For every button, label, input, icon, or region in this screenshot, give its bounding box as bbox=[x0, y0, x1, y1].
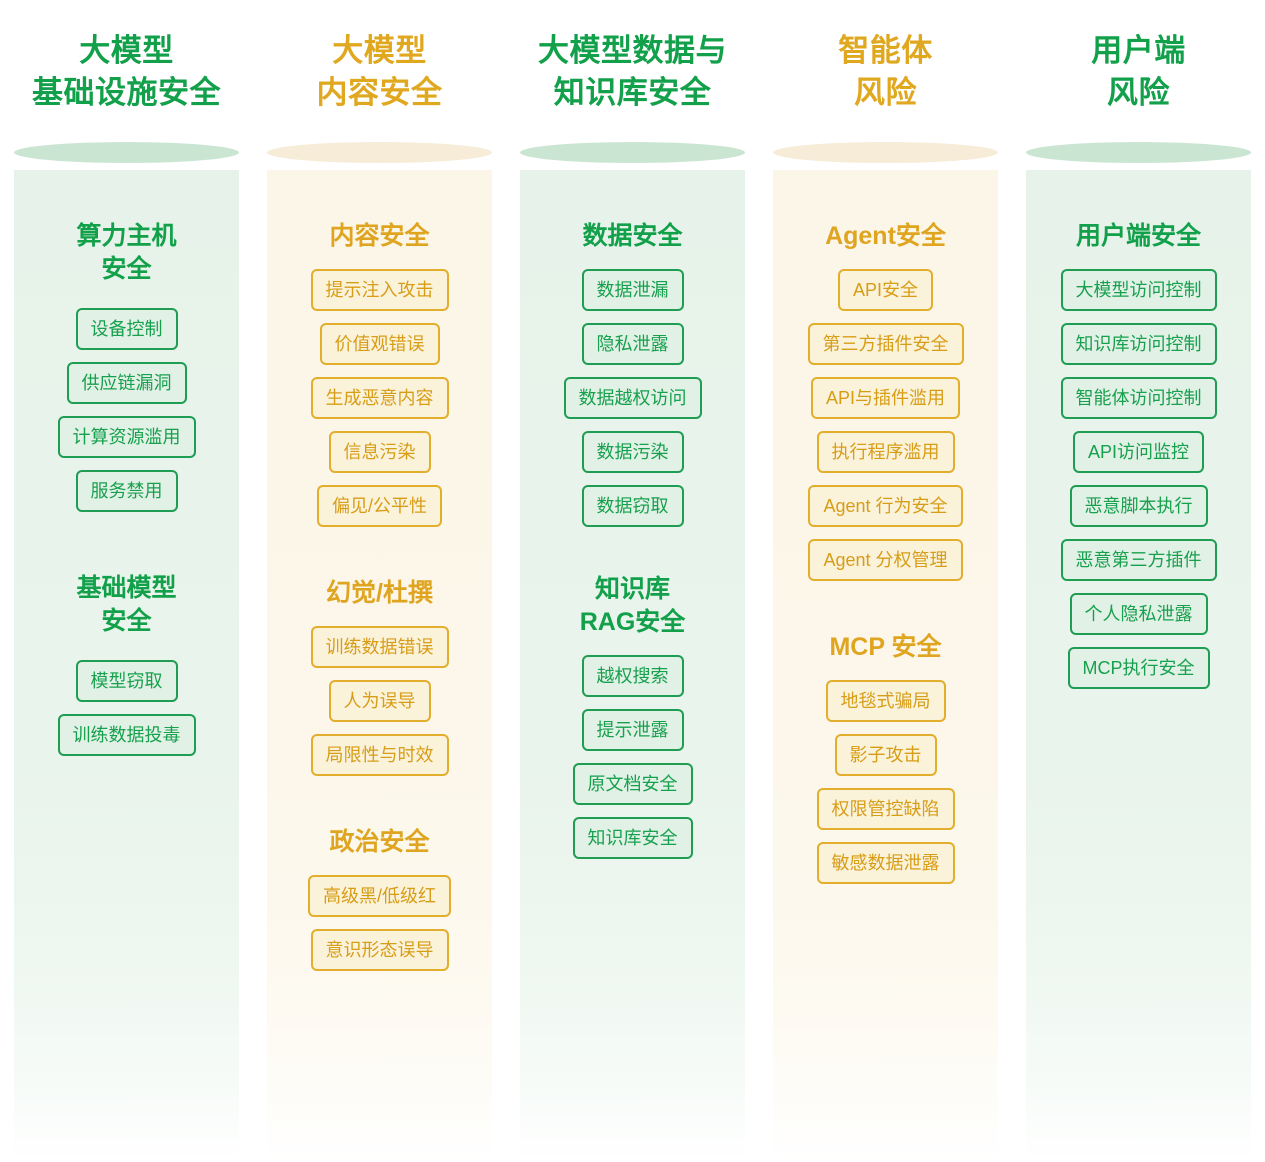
risk-item-chip[interactable]: 智能体访问控制 bbox=[1060, 377, 1217, 419]
risk-item-chip[interactable]: API安全 bbox=[837, 269, 933, 311]
risk-section: 基础模型 安全模型窃取训练数据投毒 bbox=[14, 572, 239, 756]
column-title: 用户端 风险 bbox=[1091, 33, 1186, 110]
risk-column: 用户端 风险用户端安全大模型访问控制知识库访问控制智能体访问控制 API访问监控恶… bbox=[1012, 0, 1265, 1162]
section-title: Agent安全 bbox=[825, 222, 946, 250]
risk-section: 算力主机 安全设备控制供应链漏洞计算资源滥用服务禁用 bbox=[14, 220, 239, 512]
column-content: Agent安全 API安全第三方插件安全 API与插件滥用执行程序滥用 Agent 行… bbox=[773, 170, 998, 1162]
risk-item-chip[interactable]: 影子攻击 bbox=[834, 734, 937, 776]
risk-item-chip[interactable]: 模型窃取 bbox=[75, 660, 178, 702]
risk-item-chip[interactable]: 恶意第三方插件 bbox=[1060, 539, 1217, 581]
risk-item-chip[interactable]: 第三方插件安全 bbox=[807, 323, 964, 365]
risk-item-chip[interactable]: 知识库访问控制 bbox=[1060, 323, 1217, 365]
section-title: 内容安全 bbox=[329, 222, 430, 250]
section-title: 数据安全 bbox=[582, 222, 683, 250]
column-content: 内容安全提示注入攻击价值观错误生成恶意内容信息污染偏见/公平性幻觉/杜撰训练数据… bbox=[267, 170, 492, 1162]
risk-item-chip[interactable]: MCP执行安全 bbox=[1067, 647, 1210, 689]
risk-item-chip[interactable]: API访问监控 bbox=[1072, 431, 1204, 473]
risk-item-chip[interactable]: 数据污染 bbox=[581, 431, 684, 473]
risk-item-chip[interactable]: 隐私泄露 bbox=[581, 323, 684, 365]
risk-item-chip[interactable]: 权限管控缺陷 bbox=[816, 788, 955, 830]
risk-item-chip[interactable]: 偏见/公平性 bbox=[316, 485, 442, 527]
risk-item-chip[interactable]: 数据越权访问 bbox=[563, 377, 702, 419]
risk-column: 大模型 内容安全内容安全提示注入攻击价值观错误生成恶意内容信息污染偏见/公平性幻… bbox=[253, 0, 506, 1162]
column-title: 大模型 基础设施安全 bbox=[32, 33, 221, 110]
risk-item-chip[interactable]: 价值观错误 bbox=[319, 323, 440, 365]
risk-item-chip[interactable]: 敏感数据泄露 bbox=[816, 842, 955, 884]
section-title: MCP 安全 bbox=[829, 633, 942, 661]
risk-item-chip[interactable]: 服务禁用 bbox=[75, 470, 178, 512]
risk-section: MCP 安全地毯式骗局影子攻击权限管控缺陷敏感数据泄露 bbox=[773, 631, 998, 884]
section-title: 基础模型 安全 bbox=[76, 574, 177, 635]
column-content: 数据安全数据泄漏隐私泄露数据越权访问数据污染数据窃取知识库 RAG安全越权搜索提… bbox=[520, 170, 745, 1162]
risk-item-chip[interactable]: Agent 分权管理 bbox=[808, 539, 963, 581]
column-title: 大模型数据与 知识库安全 bbox=[538, 33, 727, 110]
risk-item-chip[interactable]: 训练数据投毒 bbox=[57, 714, 196, 756]
risk-item-chip[interactable]: 训练数据错误 bbox=[310, 626, 449, 668]
risk-item-chip[interactable]: 越权搜索 bbox=[581, 655, 684, 697]
risk-section: 数据安全数据泄漏隐私泄露数据越权访问数据污染数据窃取 bbox=[520, 220, 745, 527]
risk-item-chip[interactable]: Agent 行为安全 bbox=[808, 485, 963, 527]
risk-item-chip[interactable]: 个人隐私泄露 bbox=[1069, 593, 1208, 635]
risk-section: 用户端安全大模型访问控制知识库访问控制智能体访问控制 API访问监控恶意脚本执行恶… bbox=[1026, 220, 1251, 689]
risk-item-chip[interactable]: 生成恶意内容 bbox=[310, 377, 449, 419]
risk-column: 大模型 基础设施安全算力主机 安全设备控制供应链漏洞计算资源滥用服务禁用基础模型… bbox=[0, 0, 253, 1162]
risk-item-chip[interactable]: 高级黑/低级红 bbox=[307, 875, 451, 917]
risk-item-chip[interactable]: 意识形态误导 bbox=[310, 929, 449, 971]
risk-item-chip[interactable]: 地毯式骗局 bbox=[825, 680, 946, 722]
section-title: 政治安全 bbox=[329, 828, 430, 856]
risk-section: 知识库 RAG安全越权搜索提示泄露原文档安全知识库安全 bbox=[520, 573, 745, 859]
cylinder-top-ellipse bbox=[14, 142, 239, 163]
section-title: 幻觉/杜撰 bbox=[326, 579, 433, 607]
risk-item-chip[interactable]: 原文档安全 bbox=[572, 763, 693, 805]
section-title: 知识库 RAG安全 bbox=[579, 575, 686, 636]
section-title: 算力主机 安全 bbox=[76, 222, 177, 283]
column-content: 算力主机 安全设备控制供应链漏洞计算资源滥用服务禁用基础模型 安全模型窃取训练数… bbox=[14, 170, 239, 1162]
risk-item-chip[interactable]: 提示注入攻击 bbox=[310, 269, 449, 311]
risk-item-chip[interactable]: 执行程序滥用 bbox=[816, 431, 955, 473]
section-title: 用户端安全 bbox=[1075, 222, 1201, 250]
risk-item-chip[interactable]: 设备控制 bbox=[75, 308, 178, 350]
cylinder-top-ellipse bbox=[267, 142, 492, 163]
risk-item-chip[interactable]: 知识库安全 bbox=[572, 817, 693, 859]
cylinder-top-ellipse bbox=[1026, 142, 1251, 163]
risk-item-chip[interactable]: 大模型访问控制 bbox=[1060, 269, 1217, 311]
column-title: 智能体 风险 bbox=[838, 33, 933, 110]
risk-item-chip[interactable]: 数据窃取 bbox=[581, 485, 684, 527]
risk-item-chip[interactable]: API与插件滥用 bbox=[810, 377, 960, 419]
risk-item-chip[interactable]: 局限性与时效 bbox=[310, 734, 449, 776]
risk-section: Agent安全 API安全第三方插件安全 API与插件滥用执行程序滥用 Agent 行… bbox=[773, 220, 998, 581]
risk-section: 幻觉/杜撰训练数据错误人为误导局限性与时效 bbox=[267, 577, 492, 776]
column-content: 用户端安全大模型访问控制知识库访问控制智能体访问控制 API访问监控恶意脚本执行恶… bbox=[1026, 170, 1251, 1162]
risk-column: 大模型数据与 知识库安全数据安全数据泄漏隐私泄露数据越权访问数据污染数据窃取知识… bbox=[506, 0, 759, 1162]
risk-item-chip[interactable]: 计算资源滥用 bbox=[57, 416, 196, 458]
risk-item-chip[interactable]: 供应链漏洞 bbox=[66, 362, 187, 404]
risk-item-chip[interactable]: 提示泄露 bbox=[581, 709, 684, 751]
risk-item-chip[interactable]: 信息污染 bbox=[328, 431, 431, 473]
cylinder-top-ellipse bbox=[520, 142, 745, 163]
column-title: 大模型 内容安全 bbox=[316, 33, 443, 110]
risk-item-chip[interactable]: 数据泄漏 bbox=[581, 269, 684, 311]
risk-section: 内容安全提示注入攻击价值观错误生成恶意内容信息污染偏见/公平性 bbox=[267, 220, 492, 527]
risk-section: 政治安全高级黑/低级红意识形态误导 bbox=[267, 826, 492, 971]
risk-item-chip[interactable]: 人为误导 bbox=[328, 680, 431, 722]
cylinder-top-ellipse bbox=[773, 142, 998, 163]
risk-item-chip[interactable]: 恶意脚本执行 bbox=[1069, 485, 1208, 527]
